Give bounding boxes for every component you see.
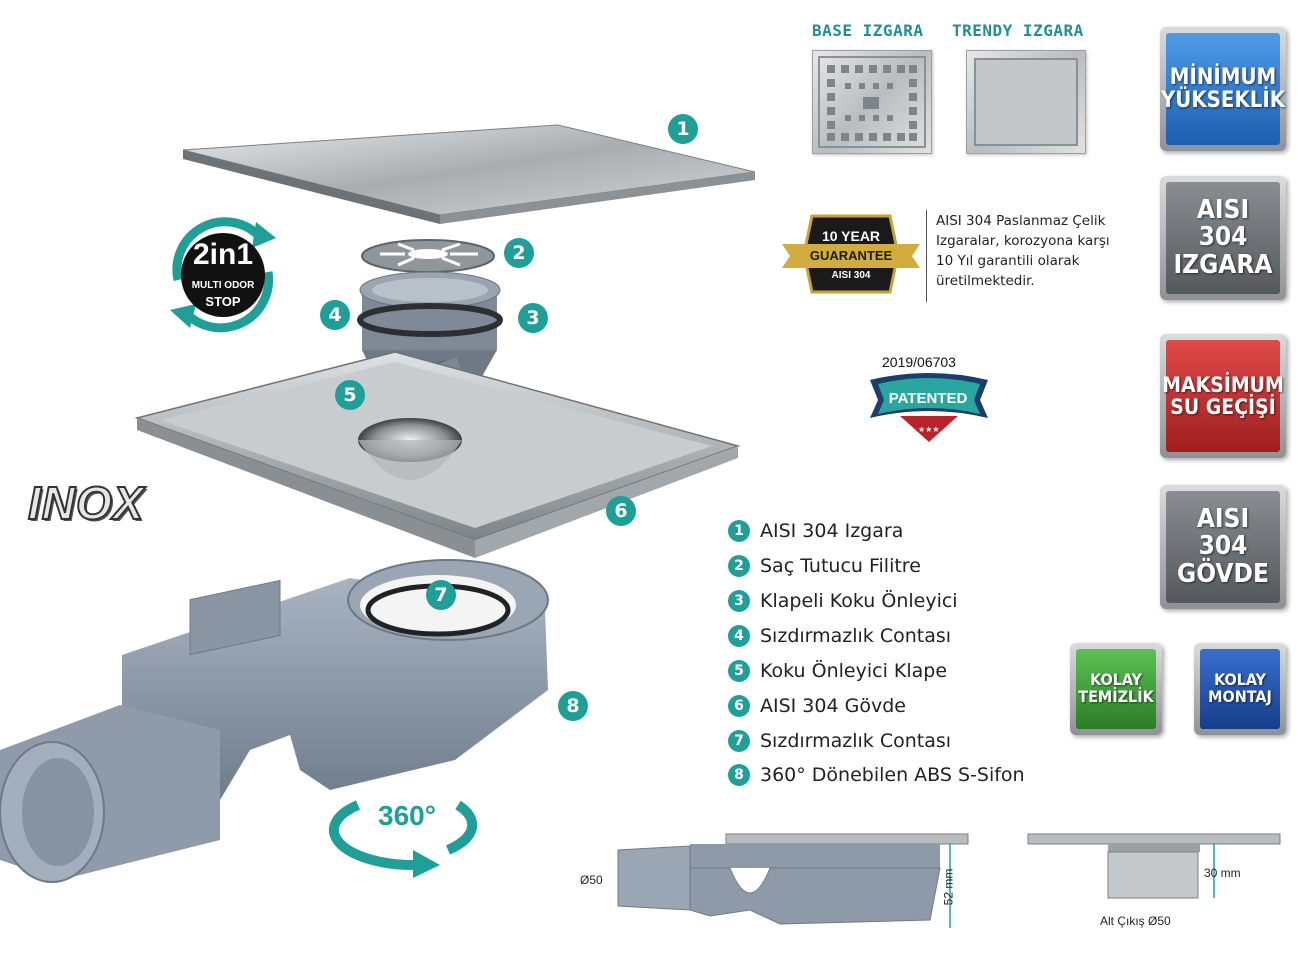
stop-badge-big: 2in1 (192, 238, 254, 271)
guarantee-desc-line2: Izgaralar, korozyona karşı (936, 233, 1110, 249)
aisi-grate-line1: AISI (1196, 195, 1250, 226)
legend-item: 2 Saç Tutucu Filitre (728, 551, 921, 581)
guarantee-desc-line3: 10 Yıl garantili olarak (936, 253, 1080, 269)
patent-label: PATENTED (888, 390, 968, 407)
callout-8: 8 (558, 691, 588, 721)
aisi-body-badge: AISI 304 GÖVDE (1160, 485, 1286, 609)
stop-badge-line1: MULTI ODOR (191, 280, 255, 291)
aisi-grate-line2: 304 (1198, 222, 1248, 253)
max-flow-line2: SU GEÇİŞİ (1170, 395, 1276, 419)
guarantee-seal: 10 YEAR GUARANTEE AISI 304 (782, 212, 920, 296)
legend-number: 5 (728, 660, 750, 682)
rotation-label: 360° (378, 800, 436, 831)
trendy-grate-image (966, 50, 1086, 154)
bottom-height-label: 30 mm (1204, 866, 1241, 880)
callout-6: 6 (606, 496, 636, 526)
legend-item: 4 Sızdırmazlık Contası (728, 621, 951, 651)
guarantee-desc-line4: üretilmektedir. (936, 273, 1035, 289)
base-grate-image (812, 50, 932, 154)
legend-item: 3 Klapeli Koku Önleyici (728, 586, 958, 616)
callout-7: 7 (426, 580, 456, 610)
legend-number: 3 (728, 590, 750, 612)
aisi-grate-badge: AISI 304 IZGARA (1160, 176, 1286, 300)
stainless-body (134, 351, 741, 558)
rotate-arrows-icon (170, 217, 276, 333)
easy-clean-line2: TEMİZLİK (1078, 687, 1154, 706)
hair-filter (361, 239, 495, 273)
legend-text: Saç Tutucu Filitre (760, 555, 921, 577)
legend-item: 8 360° Dönebilen ABS S-Sifon (728, 760, 1025, 790)
callout-4: 4 (320, 300, 350, 330)
guarantee-desc-line1: AISI 304 Paslanmaz Çelik (936, 213, 1106, 229)
side-height-label: 52 mm (941, 868, 956, 906)
legend-text: AISI 304 Gövde (760, 695, 906, 717)
legend-item: 7 Sızdırmazlık Contası (728, 726, 951, 756)
base-grate-label: BASE IZGARA (812, 21, 924, 40)
legend-text: Klapeli Koku Önleyici (760, 590, 958, 612)
legend-text: Koku Önleyici Klape (760, 660, 948, 682)
aisi-body-line2: 304 (1198, 531, 1248, 562)
callout-2: 2 (504, 238, 534, 268)
bottom-outlet-label: Alt Çıkış Ø50 (1100, 914, 1171, 928)
max-water-flow-badge: MAKSİMUM SU GEÇİŞİ (1160, 334, 1286, 458)
patent-ribbon-icon: ★★★ (870, 373, 988, 442)
stop-badge-line2: STOP (205, 294, 241, 309)
callout-5: 5 (335, 380, 365, 410)
aisi-grate-line3: IZGARA (1173, 249, 1273, 280)
aisi-body-line3: GÖVDE (1177, 558, 1269, 589)
legend-text: Sızdırmazlık Contası (760, 625, 952, 647)
rotation-arrow-icon (328, 800, 478, 878)
legend-number: 1 (728, 520, 750, 542)
guarantee-divider (926, 210, 927, 302)
legend-number: 4 (728, 625, 750, 647)
legend-number: 7 (728, 730, 750, 752)
legend-item: 6 AISI 304 Gövde (728, 691, 906, 721)
multi-odor-stop-badge: 2in1 MULTI ODOR STOP (158, 210, 288, 340)
trendy-grate-label: TRENDY IZGARA (952, 21, 1084, 40)
guarantee-middle: GUARANTEE (809, 248, 893, 263)
patent-number: 2019/06703 (882, 354, 956, 370)
legend-text: Sızdırmazlık Contası (760, 730, 952, 752)
guarantee-top: 10 YEAR (821, 228, 881, 244)
easy-mount-line1: KOLAY (1214, 670, 1266, 690)
guarantee-seal-icon (782, 214, 920, 294)
abs-siphon (0, 559, 549, 883)
legend-number: 8 (728, 764, 750, 786)
legend-item: 1 AISI 304 Izgara (728, 516, 903, 546)
bottom-view-drawing (1027, 833, 1281, 899)
easy-mount-line2: MONTAJ (1208, 687, 1272, 706)
exploded-product-illustration (0, 124, 756, 883)
guarantee-description: AISI 304 Paslanmaz Çelik Izgaralar, koro… (936, 211, 1110, 291)
max-flow-line1: MAKSİMUM (1162, 372, 1284, 397)
easy-mounting-badge: KOLAY MONTAJ (1194, 643, 1286, 735)
easy-clean-line1: KOLAY (1090, 670, 1142, 690)
legend-text: AISI 304 Izgara (760, 520, 904, 542)
callout-1: 1 (668, 114, 698, 144)
svg-text:★★★: ★★★ (918, 425, 940, 434)
legend-number: 6 (728, 695, 750, 717)
callout-3: 3 (518, 303, 548, 333)
aisi-body-line1: AISI (1196, 504, 1250, 535)
outlet-diameter-label: Ø50 (580, 873, 603, 887)
minimum-height-badge: MİNİMUM YÜKSEKLİK (1160, 27, 1286, 151)
guarantee-bottom: AISI 304 (831, 270, 871, 281)
legend-text: 360° Dönebilen ABS S-Sifon (760, 764, 1025, 786)
easy-cleaning-badge: KOLAY TEMİZLİK (1070, 643, 1162, 735)
min-height-line1: MİNİMUM (1169, 64, 1277, 90)
min-height-line2: YÜKSEKLİK (1160, 88, 1286, 113)
legend-number: 2 (728, 555, 750, 577)
side-view-drawing (617, 833, 969, 928)
legend-item: 5 Koku Önleyici Klape (728, 656, 947, 686)
grate-plate (182, 124, 756, 224)
inox-logo: INOX (27, 476, 145, 530)
